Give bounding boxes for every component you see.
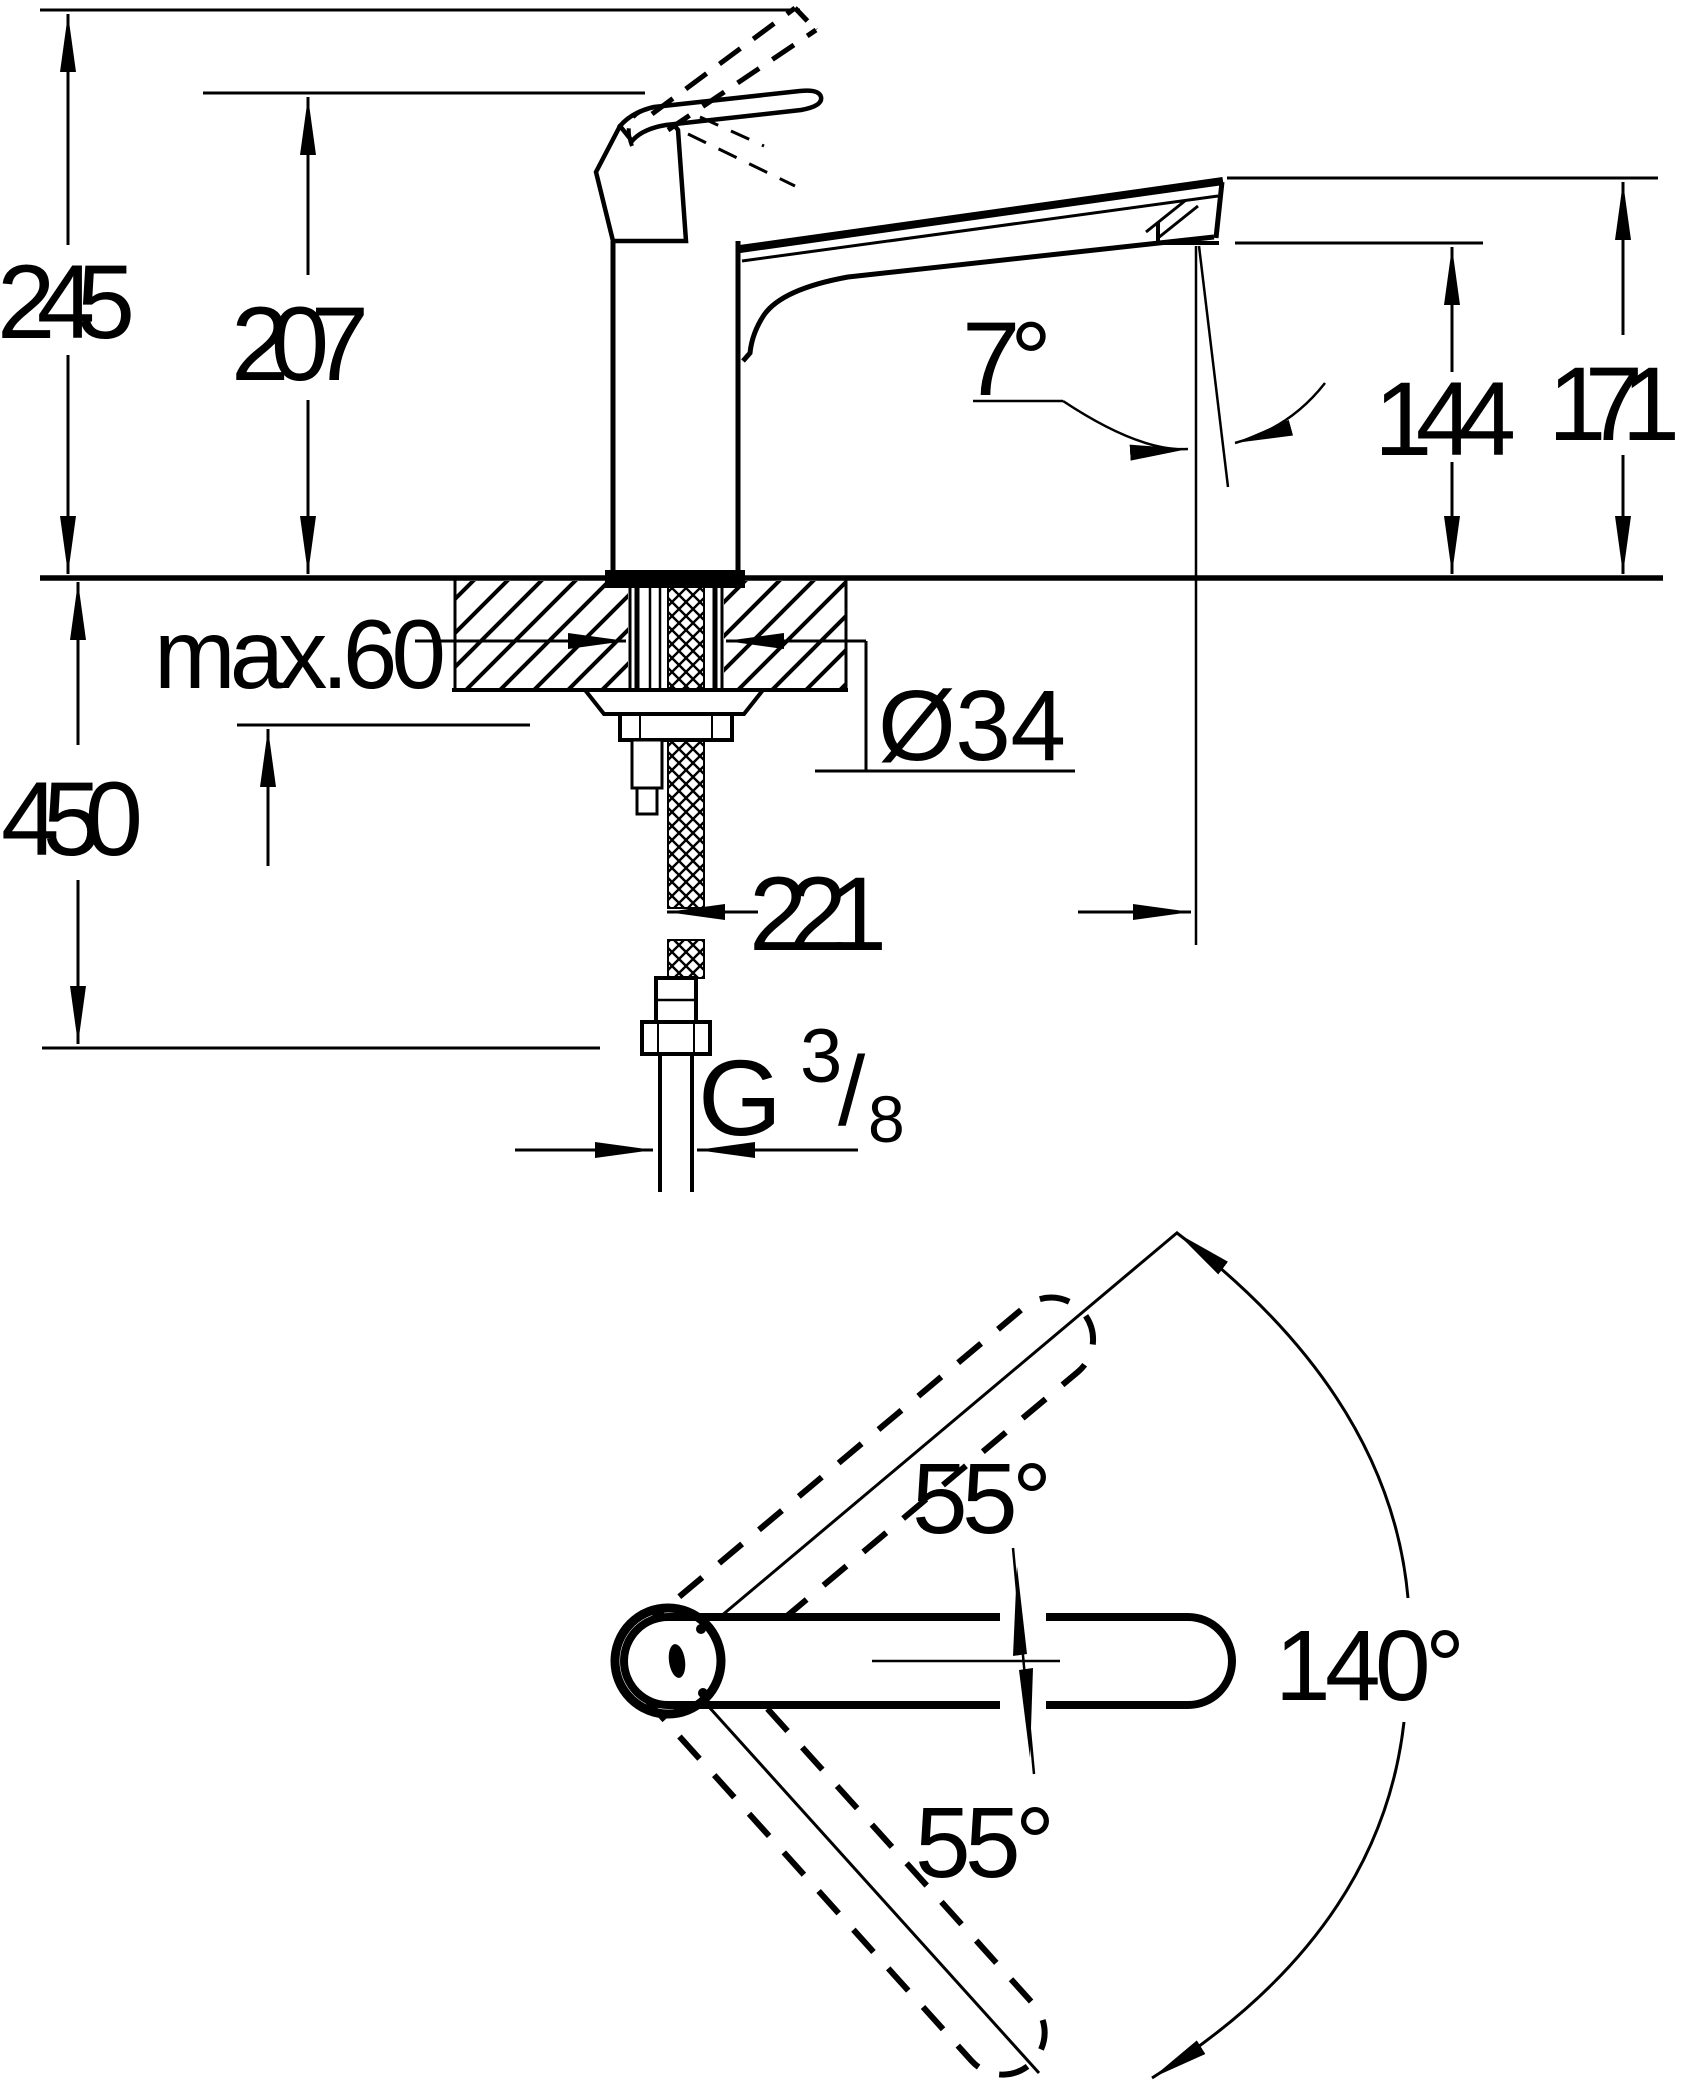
side-view: 7° 245 207 450 144 1 bbox=[0, 5, 1680, 1192]
lever-raised-dashed bbox=[626, 5, 818, 147]
pivot-dot-top bbox=[696, 1624, 706, 1634]
raised-lever-edge-2 bbox=[666, 27, 818, 133]
spout-outlet bbox=[1156, 222, 1219, 245]
housing-hidden-line-2 bbox=[699, 115, 765, 148]
angle-arc-right bbox=[1234, 382, 1326, 445]
label-outlet-height: 144 bbox=[1374, 361, 1516, 478]
dim-245: 245 bbox=[0, 14, 135, 574]
aerator-mark-1 bbox=[1145, 198, 1187, 234]
dim-221: 221 bbox=[667, 856, 1191, 973]
hose-coupling-nut bbox=[640, 1020, 712, 1056]
thread-denominator: 8 bbox=[868, 1082, 905, 1156]
spout-tip-face bbox=[1213, 181, 1225, 239]
label-overall-height: 245 bbox=[0, 244, 135, 361]
pivot-dot-bottom bbox=[698, 1688, 708, 1698]
angle-arc-left bbox=[1062, 399, 1189, 461]
spout-inner-line bbox=[741, 194, 1219, 263]
pivot-lever-mark bbox=[668, 1644, 686, 1678]
dim-450: 450 bbox=[1, 582, 143, 1044]
thread-numerator: 3 bbox=[800, 1014, 842, 1099]
connection-stub bbox=[630, 738, 664, 790]
braided-hose-upper bbox=[667, 581, 705, 909]
pivot-inner-arc bbox=[623, 1616, 661, 1706]
dim-144: 144 bbox=[1374, 247, 1516, 574]
dim-207: 207 bbox=[231, 97, 369, 574]
swivel-arc-lower bbox=[1151, 1721, 1406, 2080]
dim-171: 171 bbox=[1548, 182, 1680, 574]
raised-lever-tip bbox=[793, 6, 818, 32]
tick-arrow-down bbox=[1019, 1668, 1033, 1758]
label-hose-drop: 450 bbox=[1, 761, 143, 878]
mounting-shank bbox=[580, 581, 768, 1192]
faucet-body bbox=[593, 5, 1225, 588]
connection-stub-end bbox=[635, 786, 659, 816]
thread-label: G 3 / 8 bbox=[698, 1014, 905, 1158]
thread-g: G bbox=[698, 1037, 782, 1158]
label-swivel-lower: 55° bbox=[915, 1787, 1055, 1899]
dim-hole-diameter: Ø34 bbox=[415, 633, 1075, 782]
label-spout-angle: 7° bbox=[962, 301, 1052, 418]
stream-tilted-line bbox=[1197, 245, 1230, 488]
counter-hatch-right bbox=[724, 581, 846, 688]
spout-fill bbox=[742, 182, 1222, 360]
swivel-half-angle-ticks bbox=[1011, 1547, 1036, 1775]
counter-hatch-left bbox=[455, 581, 628, 688]
label-spout-reach: 221 bbox=[749, 856, 887, 973]
mounting-nut bbox=[618, 712, 734, 742]
label-swivel-total: 140° bbox=[1275, 1610, 1465, 1722]
raised-lever-edge-1 bbox=[650, 5, 797, 117]
radial-line-lower bbox=[707, 1705, 1041, 2075]
mounting-washer bbox=[580, 688, 768, 716]
swivel-arc-upper bbox=[1176, 1231, 1410, 1599]
body-column-fill bbox=[613, 241, 738, 578]
top-view: 55° 55° 140° bbox=[610, 1230, 1465, 2080]
raised-lever-arc bbox=[626, 106, 653, 147]
aerator-mark-2 bbox=[1157, 204, 1199, 240]
stream-angle-annotation: 7° bbox=[962, 245, 1326, 945]
label-hole-diameter: Ø34 bbox=[878, 670, 1066, 782]
braided-hose-lower bbox=[667, 939, 705, 979]
body-base-plate bbox=[605, 570, 745, 588]
pivot-outer-circle bbox=[610, 1603, 726, 1719]
thread-slash: / bbox=[838, 1036, 866, 1146]
dim-max60: max.60 bbox=[154, 599, 446, 866]
label-swivel-upper: 55° bbox=[912, 1443, 1052, 1555]
housing-hidden-line-1 bbox=[687, 132, 796, 188]
spout-top-edge bbox=[739, 177, 1224, 253]
tick-arrow-up bbox=[1013, 1566, 1027, 1656]
label-body-height: 207 bbox=[231, 286, 369, 403]
label-spout-height: 171 bbox=[1548, 346, 1680, 463]
spout-bottom-edge bbox=[741, 234, 1215, 363]
label-counter-thickness: max.60 bbox=[154, 599, 446, 709]
radial-line-upper bbox=[713, 1230, 1179, 1624]
